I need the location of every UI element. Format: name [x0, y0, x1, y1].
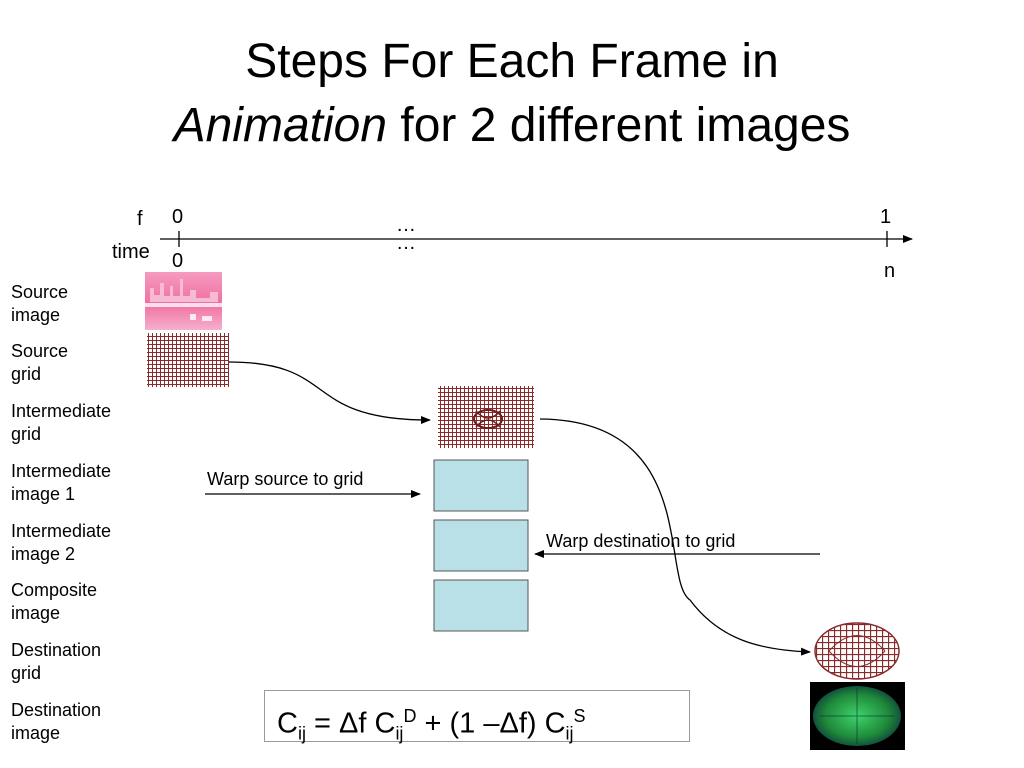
- destination-image-thumbnail: [810, 682, 905, 750]
- title-line-2-rest: for 2 different images: [400, 99, 851, 152]
- intermediate-grid-thumbnail: [438, 386, 534, 448]
- row-label-source-grid: Source grid: [11, 340, 68, 386]
- intermediate-image-1-box: [433, 459, 529, 512]
- title-italic-word: Animation: [173, 99, 388, 152]
- formula-subscript: ij: [297, 723, 306, 744]
- row-label-line: grid: [11, 424, 42, 444]
- timeline-ellipsis-top: …: [396, 214, 416, 236]
- row-label-line: image: [11, 305, 61, 325]
- row-label-line: Destination: [11, 640, 102, 660]
- title-line-1: Steps For Each Frame in: [245, 35, 779, 88]
- destination-grid-thumbnail: [814, 622, 900, 680]
- row-label-composite-image: Composite image: [11, 579, 97, 625]
- formula-c: C: [277, 707, 298, 740]
- row-label-line: Intermediate: [11, 521, 112, 541]
- row-label-line: Destination: [11, 700, 102, 720]
- f-end-value: 1: [880, 206, 892, 228]
- row-label-line: grid: [11, 364, 42, 384]
- row-label-line: Composite: [11, 580, 98, 600]
- intermediate-image-2-box: [433, 519, 529, 572]
- row-label-destination-image: Destination image: [11, 699, 101, 745]
- row-label-line: Source: [11, 341, 69, 361]
- formula-subscript: ij: [565, 723, 574, 744]
- formula-superscript: D: [403, 706, 417, 726]
- f-start-value: 0: [172, 206, 184, 228]
- time-axis-label: time: [112, 241, 150, 263]
- row-label-intermediate-image-2: Intermediate image 2: [11, 520, 111, 566]
- time-start-value: 0: [172, 250, 184, 272]
- timeline-ellipsis-bottom: …: [396, 232, 416, 254]
- intermediate-to-destination-arrow: [539, 418, 811, 656]
- time-end-value: n: [884, 260, 896, 282]
- title-line-2: Animation for 2 different images: [0, 94, 1024, 158]
- row-label-line: Source: [11, 282, 69, 302]
- source-to-intermediate-arrow: [228, 361, 431, 424]
- row-label-line: image 1: [11, 484, 76, 504]
- row-label-destination-grid: Destination grid: [11, 639, 101, 685]
- source-image-thumbnail: [145, 272, 222, 330]
- formula-eq-part: = Δf C: [305, 707, 396, 740]
- row-label-intermediate-image-1: Intermediate image 1: [11, 460, 111, 506]
- row-label-line: Intermediate: [11, 461, 112, 481]
- formula-superscript: S: [573, 706, 586, 726]
- row-label-source-image: Source image: [11, 281, 68, 327]
- row-label-line: image: [11, 603, 61, 623]
- f-axis-label: f: [137, 208, 143, 230]
- warp-destination-note: Warp destination to grid: [546, 531, 736, 551]
- row-label-line: image: [11, 723, 61, 743]
- row-label-line: grid: [11, 663, 42, 683]
- warp-source-note: Warp source to grid: [207, 469, 364, 489]
- composite-image-box: [433, 579, 529, 632]
- row-label-line: image 2: [11, 544, 76, 564]
- formula-subscript: ij: [395, 723, 404, 744]
- row-label-line: Intermediate: [11, 401, 112, 421]
- source-grid-thumbnail: [147, 333, 229, 387]
- composite-formula: Cij = Δf CijD + (1 –Δf) CijS: [264, 690, 690, 744]
- formula-mid-part: + (1 –Δf) C: [416, 707, 566, 740]
- row-label-intermediate-grid: Intermediate grid: [11, 400, 111, 446]
- slide-title: Steps For Each Frame in Animation for 2 …: [0, 30, 1024, 158]
